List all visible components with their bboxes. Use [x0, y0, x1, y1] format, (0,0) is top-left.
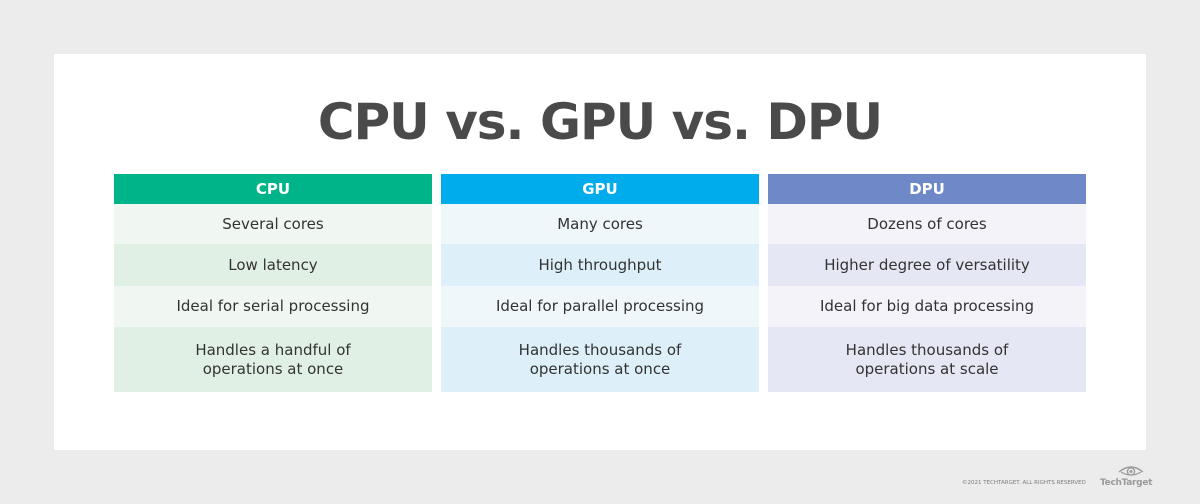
- cpu-row-cores: Several cores: [114, 204, 432, 244]
- gpu-row-operations: Handles thousands of operations at once: [441, 327, 759, 392]
- dpu-row-processing: Ideal for big data processing: [768, 286, 1086, 327]
- dpu-row-cores: Dozens of cores: [768, 204, 1086, 244]
- cpu-column-header: CPU: [114, 174, 432, 204]
- gpu-row-processing: Ideal for parallel processing: [441, 286, 759, 327]
- cpu-row-operations: Handles a handful of operations at once: [114, 327, 432, 392]
- cpu-column: CPU Several cores Low latency Ideal for …: [114, 174, 432, 392]
- dpu-row-versatility: Higher degree of versatility: [768, 244, 1086, 286]
- page-title: CPU vs. GPU vs. DPU: [317, 93, 883, 151]
- eye-icon: [1118, 466, 1144, 476]
- logo-text: TechTarget: [1100, 478, 1153, 488]
- gpu-row-throughput: High throughput: [441, 244, 759, 286]
- dpu-column-header: DPU: [768, 174, 1086, 204]
- copyright-text: ©2021 TECHTARGET. ALL RIGHTS RESERVED: [962, 480, 1086, 486]
- gpu-row-cores: Many cores: [441, 204, 759, 244]
- cpu-row-processing: Ideal for serial processing: [114, 286, 432, 327]
- gpu-column-header: GPU: [441, 174, 759, 204]
- techtarget-logo: TechTarget: [1098, 463, 1152, 493]
- gpu-column: GPU Many cores High throughput Ideal for…: [441, 174, 759, 392]
- cpu-row-latency: Low latency: [114, 244, 432, 286]
- dpu-row-operations: Handles thousands of operations at scale: [768, 327, 1086, 392]
- dpu-column: DPU Dozens of cores Higher degree of ver…: [768, 174, 1086, 392]
